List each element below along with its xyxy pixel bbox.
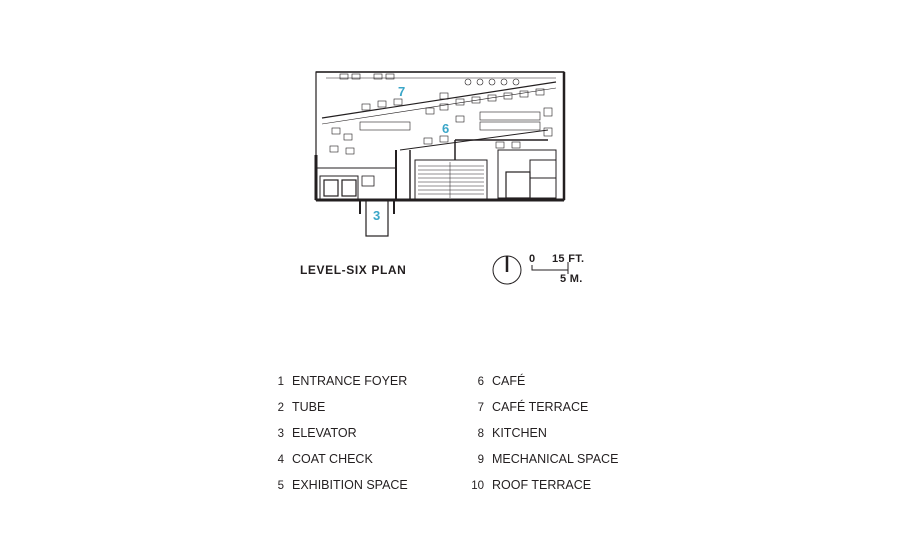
legend-number: 8 bbox=[477, 428, 484, 440]
legend-item: 3 ELEVATOR bbox=[262, 426, 357, 440]
legend-label: ROOF TERRACE bbox=[492, 478, 592, 492]
legend-number: 6 bbox=[477, 376, 484, 388]
legend-number: 7 bbox=[477, 402, 484, 414]
legend-number: 10 bbox=[471, 480, 484, 492]
room-tag-cafe-terrace: 7 bbox=[398, 84, 406, 99]
legend-number: 2 bbox=[277, 402, 284, 414]
legend-item: 9 MECHANICAL SPACE bbox=[462, 452, 619, 466]
legend-label: MECHANICAL SPACE bbox=[492, 452, 619, 466]
north-arrow bbox=[492, 255, 522, 285]
room-tag-cafe: 6 bbox=[442, 121, 450, 136]
legend-item: 1 ENTRANCE FOYER bbox=[262, 374, 408, 388]
scale-feet-label: 15 FT. bbox=[552, 253, 585, 265]
legend-item: 5 EXHIBITION SPACE bbox=[262, 478, 408, 492]
legend-label: TUBE bbox=[292, 400, 326, 414]
legend-item: 8 KITCHEN bbox=[462, 426, 547, 440]
room-tag-elevator: 3 bbox=[373, 208, 381, 223]
legend-item: 4 COAT CHECK bbox=[262, 452, 373, 466]
legend-number: 4 bbox=[277, 454, 284, 466]
scale-meters-label: 5 M. bbox=[560, 273, 583, 285]
legend-number: 5 bbox=[277, 480, 284, 492]
scale-bar bbox=[531, 262, 569, 274]
legend-item: 10 ROOF TERRACE bbox=[462, 478, 591, 492]
legend-number: 1 bbox=[277, 376, 284, 388]
legend-label: ELEVATOR bbox=[292, 426, 357, 440]
legend-label: CAFÉ TERRACE bbox=[492, 400, 589, 414]
legend-item: 2 TUBE bbox=[262, 400, 326, 414]
legend-label: COAT CHECK bbox=[292, 452, 373, 466]
legend-item: 6 CAFÉ bbox=[462, 374, 526, 388]
plan-title: LEVEL-SIX PLAN bbox=[300, 263, 407, 277]
furniture bbox=[329, 73, 553, 155]
legend-number: 9 bbox=[477, 454, 484, 466]
scale-zero-label: 0 bbox=[529, 253, 536, 265]
legend-label: KITCHEN bbox=[492, 426, 547, 440]
legend-number: 3 bbox=[277, 428, 284, 440]
legend-item: 7 CAFÉ TERRACE bbox=[462, 400, 589, 414]
building-outline bbox=[314, 71, 566, 237]
legend-label: CAFÉ bbox=[492, 374, 526, 388]
legend-label: ENTRANCE FOYER bbox=[292, 374, 408, 388]
legend-label: EXHIBITION SPACE bbox=[292, 478, 408, 492]
